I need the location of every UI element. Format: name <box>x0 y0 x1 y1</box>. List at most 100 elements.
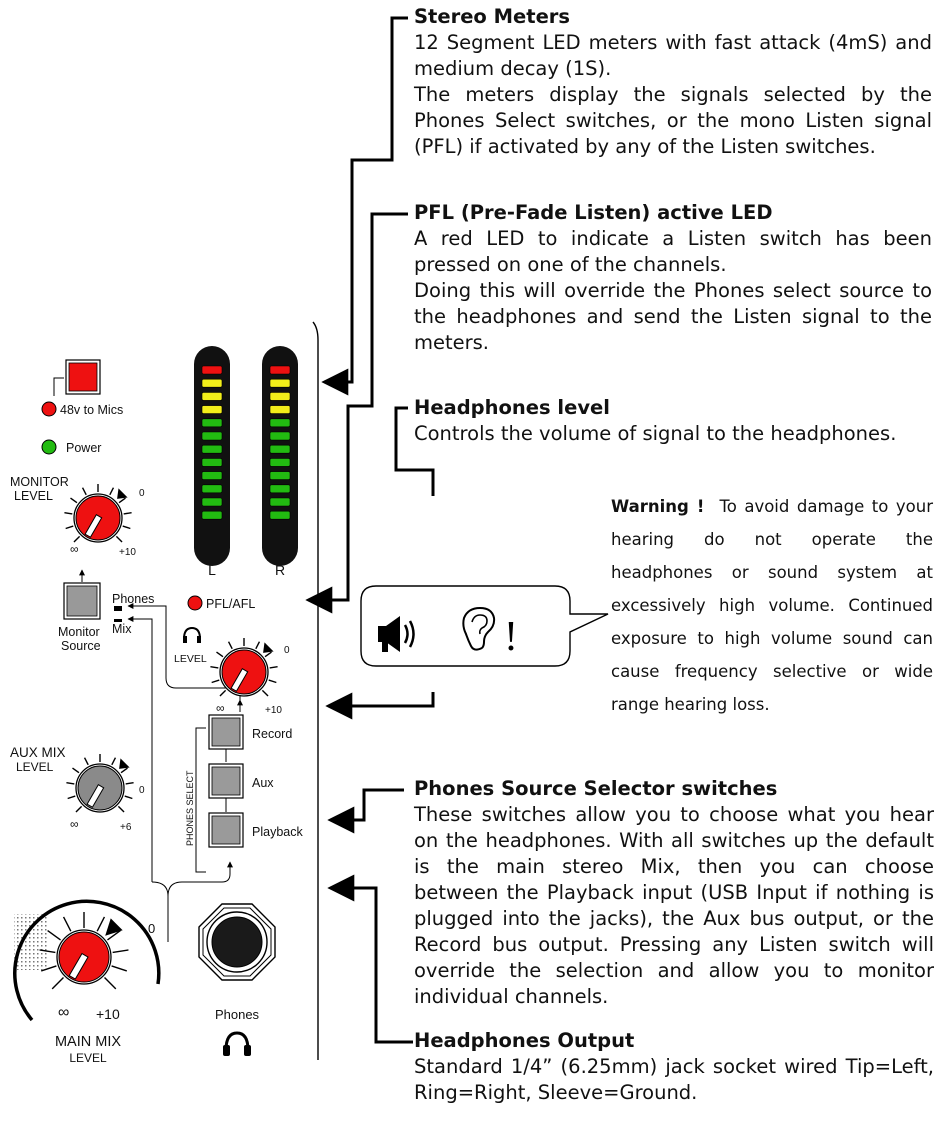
monitor-source-switch[interactable] <box>63 582 101 620</box>
main-mix-label-1: MAIN MIX <box>55 1034 121 1050</box>
knob-tick <box>81 487 87 496</box>
knob-pointer <box>86 784 105 808</box>
knob-tick <box>73 535 81 543</box>
meter-scale-label: -20 <box>240 498 253 508</box>
48v-bracket <box>53 377 64 396</box>
knob-tick <box>268 679 277 684</box>
monitor-plus10-label: +10 <box>119 547 136 558</box>
main-mix-arc <box>13 899 161 1022</box>
hp-output-leader <box>327 874 413 1044</box>
knob-tick <box>109 487 115 496</box>
knob-tick <box>67 795 76 800</box>
knob-tick <box>122 525 131 530</box>
main-mix-to-mix-line <box>151 881 169 897</box>
left-meter-led <box>201 471 223 480</box>
knob-tick <box>75 805 83 813</box>
knob-tick <box>264 651 272 658</box>
knob-zero-marker <box>119 758 130 769</box>
left-meter-led <box>201 484 223 494</box>
knob-pointer <box>84 514 103 538</box>
panel-edge-line <box>312 321 319 1060</box>
knob-tick <box>120 767 128 774</box>
phones-pos-indicator <box>114 606 122 611</box>
phones-select-label: PHONES SELECT <box>185 770 195 846</box>
knob-tick <box>124 795 133 800</box>
mix-pos-label: Mix <box>112 622 132 636</box>
monitor-zero-label: 0 <box>139 488 145 499</box>
knob-tick <box>112 949 129 954</box>
knob-tick <box>64 511 73 515</box>
knob-tick <box>83 757 89 766</box>
left-meter-led <box>201 444 223 454</box>
48v-switch[interactable] <box>65 359 101 395</box>
meter-scale-label: +6 <box>241 392 251 402</box>
knob-tick <box>227 641 233 650</box>
aux-switch[interactable] <box>208 763 244 799</box>
knob-tick <box>117 805 125 813</box>
knob-tick <box>62 916 72 932</box>
phones-jack-label: Phones <box>215 1007 260 1022</box>
knob-tick <box>216 651 224 658</box>
aux-mix-label-2: LEVEL <box>16 760 54 774</box>
knob-tick <box>104 977 117 990</box>
meter-scale-label: +3 <box>241 405 251 415</box>
hp-level-label: LEVEL <box>174 653 207 665</box>
hp-plus10-label: +10 <box>265 705 282 716</box>
monitor-level-label-1: MONITOR <box>10 475 69 489</box>
right-meter-led <box>269 378 291 388</box>
knob-tick <box>211 679 220 684</box>
stereo-meters-body-1: 12 Segment LED meters with fast attack (… <box>414 31 932 80</box>
phones-jack[interactable] <box>198 903 276 981</box>
meter-scale-label: -9 <box>242 458 250 468</box>
main-mix-plus10-label: +10 <box>96 1006 120 1022</box>
knob-tick <box>219 689 227 697</box>
hp-level-headphone-icon <box>183 626 201 643</box>
phones-source-title: Phones Source Selector switches <box>414 777 778 800</box>
stereo-meters-body-2: The meters display the signals selected … <box>414 83 932 158</box>
pfl-led-leader <box>305 212 408 614</box>
warning-text: Warning ! To avoid damage to your hearin… <box>611 490 933 721</box>
monitor-level-knob[interactable] <box>64 484 132 543</box>
left-meter-led <box>201 405 223 414</box>
phones-feed-line <box>127 603 167 678</box>
knob-tick <box>51 977 64 990</box>
warning-title: Warning ! <box>611 497 705 516</box>
main-mix-level-knob[interactable] <box>39 912 129 990</box>
knob-tick <box>47 929 61 941</box>
knob-zero-marker <box>263 642 274 653</box>
right-meter-led <box>269 510 291 520</box>
playback-label: Playback <box>252 825 303 839</box>
left-meter-led <box>201 378 223 388</box>
meter-scale-label: -12 <box>240 471 253 481</box>
knob-tick <box>96 916 106 932</box>
knob-zero-marker <box>105 918 123 936</box>
main-mix-zero-label: 0 <box>148 921 155 936</box>
knob-tick <box>115 535 123 543</box>
playback-switch[interactable] <box>208 812 244 848</box>
headphones-level-knob[interactable] <box>210 638 278 697</box>
left-meter-led <box>201 458 223 467</box>
right-meter-led <box>269 458 291 467</box>
hp-inf-label: ∞ <box>216 701 225 715</box>
pfl-led-body-2: Doing this will override the Phones sele… <box>414 279 932 354</box>
aux-plus6-label: +6 <box>120 822 132 833</box>
stereo-meters-title: Stereo Meters <box>414 5 571 28</box>
meter-left-label: L <box>208 562 216 578</box>
power-label: Power <box>66 441 101 455</box>
right-meter-led <box>269 497 291 507</box>
left-meter-led <box>201 431 223 441</box>
left-meter-led <box>201 510 223 520</box>
meter-scale-label: -6 <box>242 445 250 455</box>
phones-source-leader <box>327 788 404 834</box>
aux-mix-level-knob[interactable] <box>66 754 134 813</box>
meter-scale-label: +9 <box>241 379 251 389</box>
knob-zero-marker <box>117 488 128 499</box>
headphones-level-annotation: Headphones level Controls the volume of … <box>414 395 934 447</box>
meter-scale-label: +16 <box>239 366 254 376</box>
right-meter-led <box>269 471 291 480</box>
record-switch[interactable] <box>208 714 244 750</box>
phones-source-body: These switches allow you to choose what … <box>414 803 934 1008</box>
monitor-source-label-1: Monitor <box>58 625 100 639</box>
left-meter-led <box>201 365 223 375</box>
